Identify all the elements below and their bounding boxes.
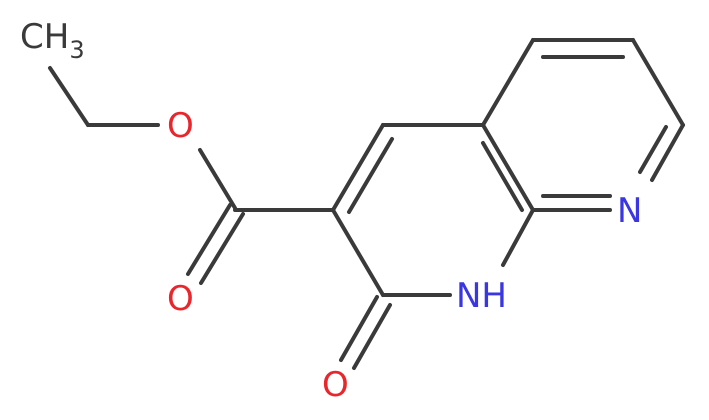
bond-c3-c2 [331,208,385,297]
bond-o-carbonyl-carbon [198,148,237,210]
bond-c4a-c5 [481,38,535,127]
bond-c4a-c8a-inner [481,141,524,212]
methyl-label-main: CH [20,17,69,57]
ester-oxygen-label: O [167,106,194,146]
methyl-label-subscript: 3 [69,36,84,64]
bond-c7-n8-inner [638,125,668,174]
bond-ring-carbonyl-b [352,303,392,370]
ring-carbonyl-oxygen-label: O [322,365,349,405]
bond-ch3-ch2 [48,66,90,127]
bond-c4a-c8a [481,123,535,212]
bond-c7-n8 [650,123,685,182]
bond-carbonyl-double-b [199,212,245,285]
bond-n1-c8a [501,208,535,267]
ring-nitrogen-label: N [617,191,642,231]
amide-nitrogen-label: NH [456,276,507,316]
bond-carbonyl-double-a [186,203,232,276]
bond-c3-c4-inner [347,137,394,214]
bond-c3-c4 [331,123,385,212]
bond-c6-c7 [631,38,685,127]
methyl-label: CH3 [20,17,85,64]
bond-ring-carbonyl-a [339,295,379,362]
carbonyl-oxygen-label: O [167,279,194,319]
